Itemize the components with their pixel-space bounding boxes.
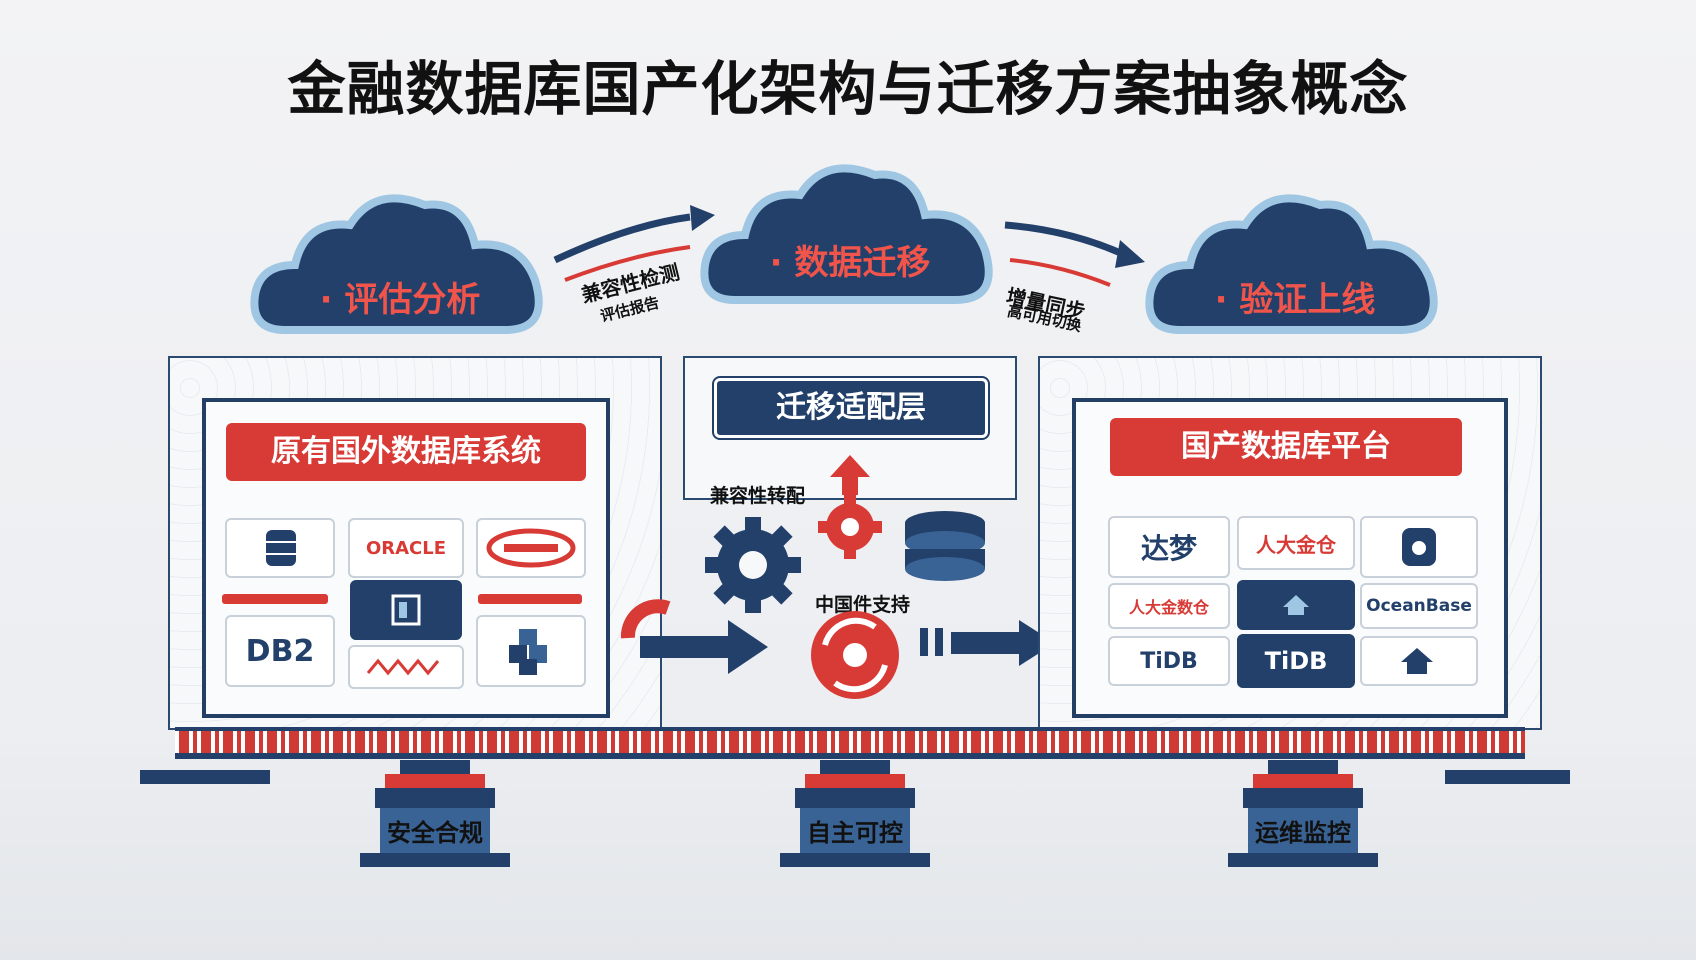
adapter-graphics [705, 455, 985, 699]
kingbase-logo-tile: 人大金仓 [1237, 516, 1355, 570]
dameng-logo-tile: 达梦 [1108, 516, 1230, 578]
emblem-icon [811, 611, 899, 699]
database-logo-tile [348, 645, 464, 689]
database-logo-tile [1237, 580, 1355, 630]
tidb-logo-tile: TiDB [1108, 636, 1230, 686]
base-foot [140, 770, 270, 784]
database-icon [266, 530, 296, 566]
pedestal-label: 自主可控 [807, 819, 903, 847]
pedestal-label: 安全合规 [387, 819, 483, 847]
divider-strip [478, 594, 582, 604]
db2-logo-tile: DB2 [225, 615, 335, 687]
server-icon [391, 594, 421, 626]
cloud-assess: · 评估分析 [250, 180, 550, 350]
cloud-label: · 评估分析 [319, 280, 481, 320]
database-logo-tile [476, 615, 586, 687]
base-foot [1445, 770, 1570, 784]
adapter-label-compat: 兼容性转配 [710, 485, 806, 507]
pedestal-icon [780, 760, 930, 867]
oceanbase-logo-tile: OceanBase [1360, 583, 1478, 629]
page-title: 金融数据库国产化架构与迁移方案抽象概念 [287, 55, 1409, 123]
logo-ellipse-icon [486, 528, 576, 568]
oracle-logo-tile: ORACLE [348, 518, 464, 578]
house-icon [1283, 595, 1309, 615]
arrow-right-icon [920, 620, 1055, 666]
arrow-right-icon [620, 599, 768, 674]
cloud-icon [250, 194, 543, 334]
pedestal-icon [1228, 760, 1378, 867]
arrow-right-icon [1004, 221, 1145, 287]
logo-wave-icon [366, 658, 440, 676]
cloud-migrate: · 数据迁移 [700, 150, 1000, 320]
database-logo-tile [225, 518, 335, 578]
house-icon [1401, 648, 1433, 674]
kingbase-logo-tile: 人大金数仓 [1108, 583, 1230, 629]
cloud-icon [700, 164, 993, 304]
pedestal-security: 安全合规 [360, 760, 510, 870]
adapter-label-support: 中国件支持 [815, 594, 911, 616]
pedestal-icon [360, 760, 510, 867]
database-logo-tile [1360, 636, 1478, 686]
database-logo-tile [476, 518, 586, 578]
pedestal-label: 运维监控 [1255, 819, 1351, 847]
domestic-header: 国产数据库平台 [1110, 418, 1462, 476]
database-icon [1402, 528, 1436, 566]
legacy-header: 原有国外数据库系统 [226, 423, 586, 481]
divider-strip [222, 594, 328, 604]
pedestal-operations: 运维监控 [1228, 760, 1378, 870]
cubes-icon [509, 629, 547, 675]
gear-icon [705, 517, 801, 613]
cloud-label: · 数据迁移 [769, 243, 931, 283]
up-arrow-icon [830, 455, 870, 495]
cloud-label: · 验证上线 [1214, 280, 1376, 320]
cloud-icon [1145, 194, 1438, 334]
tidb-logo-tile: TiDB [1237, 634, 1355, 688]
pedestal-autonomy: 自主可控 [780, 760, 930, 870]
database-logo-tile [1360, 516, 1478, 578]
meander-band [175, 727, 1525, 759]
cloud-verify: · 验证上线 [1145, 180, 1445, 350]
adapter-header: 迁移适配层 [714, 378, 988, 438]
database-logo-tile [350, 580, 462, 640]
gear-icon [818, 495, 882, 559]
database-stack-icon [905, 511, 985, 581]
arrow-right-icon [553, 205, 715, 282]
